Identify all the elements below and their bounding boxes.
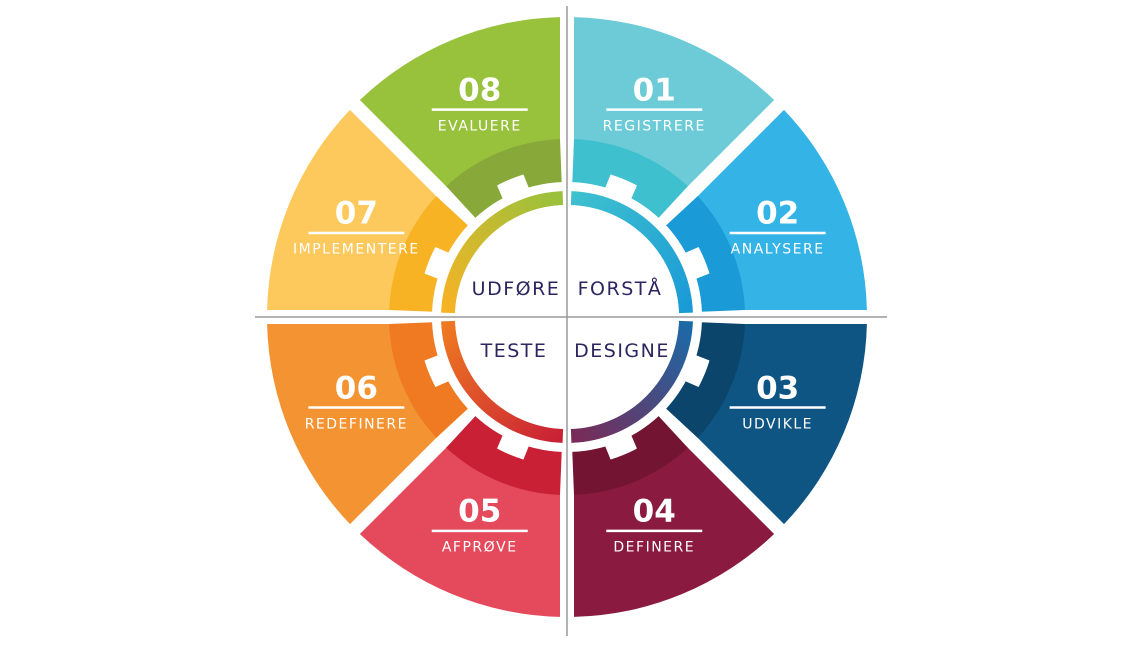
segment-label: REGISTRERE <box>603 118 706 134</box>
inner-gradient-arc-1 <box>570 191 693 314</box>
quadrant-label-top-left: UDFØRE <box>472 278 561 300</box>
segment-label: REDEFINERE <box>305 416 408 432</box>
segment-underline <box>308 231 405 235</box>
segment-number: 03 <box>756 370 799 406</box>
segment-number: 05 <box>458 494 501 530</box>
segment-underline <box>729 406 826 409</box>
segment-label: AFPRØVE <box>442 540 518 556</box>
segment-label: ANALYSERE <box>731 242 825 258</box>
segment-number: 08 <box>458 72 501 108</box>
segment-label: IMPLEMENTERE <box>293 242 420 258</box>
quadrant-label-top-right: FORSTÅ <box>578 277 663 300</box>
segment-underline <box>606 108 703 111</box>
inner-gradient-arc-2 <box>570 320 693 443</box>
inner-gradient-arc-4 <box>441 191 564 314</box>
segment-label: UDVIKLE <box>742 416 813 432</box>
inner-gradient-arc-3 <box>441 320 564 443</box>
quadrant-label-bottom-right: DESIGNE <box>574 340 670 362</box>
quadrant-labels-layer: UDFØRE FORSTÅ TESTE DESIGNE <box>472 277 670 362</box>
segment-number: 02 <box>756 196 799 232</box>
segment-label: EVALUERE <box>438 118 522 134</box>
axis-lines <box>255 6 887 636</box>
segment-number: 01 <box>633 72 676 108</box>
segment-number: 07 <box>335 196 378 232</box>
segment-underline <box>729 231 826 235</box>
segment-underline <box>431 529 528 533</box>
segment-underline <box>308 406 405 409</box>
segment-label: DEFINERE <box>613 540 695 556</box>
quadrant-label-bottom-left: TESTE <box>480 340 548 362</box>
segment-number: 04 <box>633 494 676 530</box>
segment-underline <box>431 108 528 111</box>
segment-number: 06 <box>335 370 378 406</box>
segment-underline <box>606 529 703 533</box>
